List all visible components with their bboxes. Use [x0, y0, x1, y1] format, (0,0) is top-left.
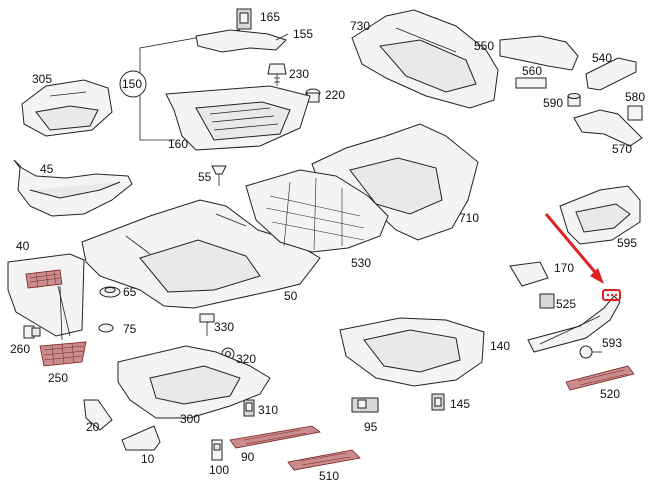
- part-55-screw: [211, 165, 227, 186]
- label-230: 230: [289, 67, 310, 81]
- part-330-screw: [199, 313, 215, 336]
- part-155-panel: [195, 29, 289, 53]
- highlight-marker: [602, 289, 621, 301]
- part-165-clip: [236, 8, 252, 30]
- callout-circle-150: [119, 70, 147, 98]
- label-540: 540: [592, 51, 613, 65]
- part-260-clip: [23, 325, 41, 339]
- part-90-sill: [229, 425, 321, 449]
- part-580-clip: [627, 105, 643, 121]
- label-330: 330: [214, 320, 235, 334]
- label-300: 300: [180, 412, 201, 426]
- label-100: 100: [209, 463, 230, 477]
- part-525-clip: [539, 293, 555, 309]
- label-520: 520: [600, 387, 621, 401]
- part-590-grommet: [567, 93, 581, 107]
- part-520-sill: [565, 365, 635, 391]
- label-20: 20: [86, 420, 100, 434]
- part-510-sill: [287, 449, 361, 471]
- label-145: 145: [450, 397, 471, 411]
- label-310: 310: [258, 403, 279, 417]
- part-550-duct: [499, 35, 579, 71]
- part-595-cover: [559, 185, 641, 245]
- part-75-grommet: [98, 323, 114, 333]
- label-580: 580: [625, 90, 646, 104]
- part-300-floor-cover: [117, 345, 271, 419]
- label-95: 95: [364, 420, 378, 434]
- label-220: 220: [325, 88, 346, 102]
- label-170: 170: [554, 261, 575, 275]
- part-160-tray: [165, 85, 311, 151]
- label-710: 710: [459, 211, 480, 225]
- part-570-trim: [573, 109, 643, 147]
- label-165: 165: [260, 10, 281, 24]
- label-550: 550: [474, 39, 495, 53]
- label-525: 525: [556, 297, 577, 311]
- part-50-carpet: [81, 199, 321, 309]
- part-593-screw: [579, 345, 602, 359]
- label-570: 570: [612, 142, 633, 156]
- part-730-trunk-liner: [351, 9, 499, 109]
- part-310-clip: [243, 399, 255, 417]
- label-590: 590: [543, 96, 564, 110]
- label-593: 593: [602, 336, 623, 350]
- label-320: 320: [236, 352, 257, 366]
- part-sill-trim: [527, 295, 621, 353]
- part-230-screw: [267, 63, 287, 86]
- label-305: 305: [32, 72, 53, 86]
- label-595: 595: [617, 236, 638, 250]
- part-10-trim: [121, 425, 161, 451]
- part-560-clip: [515, 77, 547, 89]
- label-250: 250: [48, 371, 69, 385]
- label-155: 155: [293, 27, 314, 41]
- label-530: 530: [351, 256, 372, 270]
- label-90: 90: [241, 450, 255, 464]
- part-40-side-panel: [7, 253, 85, 341]
- label-560: 560: [522, 64, 543, 78]
- part-45-wheelhouse-liner: [13, 159, 133, 217]
- label-260: 260: [10, 342, 31, 356]
- label-50: 50: [284, 289, 298, 303]
- label-730: 730: [350, 19, 371, 33]
- label-55: 55: [198, 170, 212, 184]
- part-100-clip: [211, 439, 223, 461]
- part-20-trim: [83, 399, 113, 431]
- label-150: 150: [122, 77, 143, 91]
- label-10: 10: [141, 452, 155, 466]
- label-140: 140: [490, 339, 511, 353]
- part-530-floor-mat: [245, 169, 389, 253]
- part-220-plug: [305, 88, 321, 103]
- label-45: 45: [40, 162, 54, 176]
- part-170-bracket: [509, 261, 549, 287]
- highlight-arrow: [544, 213, 604, 284]
- part-250-net: [39, 341, 87, 367]
- label-510: 510: [319, 469, 340, 483]
- label-40: 40: [16, 239, 30, 253]
- part-95-clip: [351, 397, 379, 413]
- part-540-trim: [585, 57, 637, 91]
- part-145-clip: [431, 393, 445, 411]
- part-65-grommet: [99, 286, 121, 298]
- label-75: 75: [123, 322, 137, 336]
- part-140-floor-panel: [339, 317, 485, 387]
- label-65: 65: [123, 285, 137, 299]
- label-160: 160: [168, 137, 189, 151]
- part-305-cover: [21, 79, 113, 137]
